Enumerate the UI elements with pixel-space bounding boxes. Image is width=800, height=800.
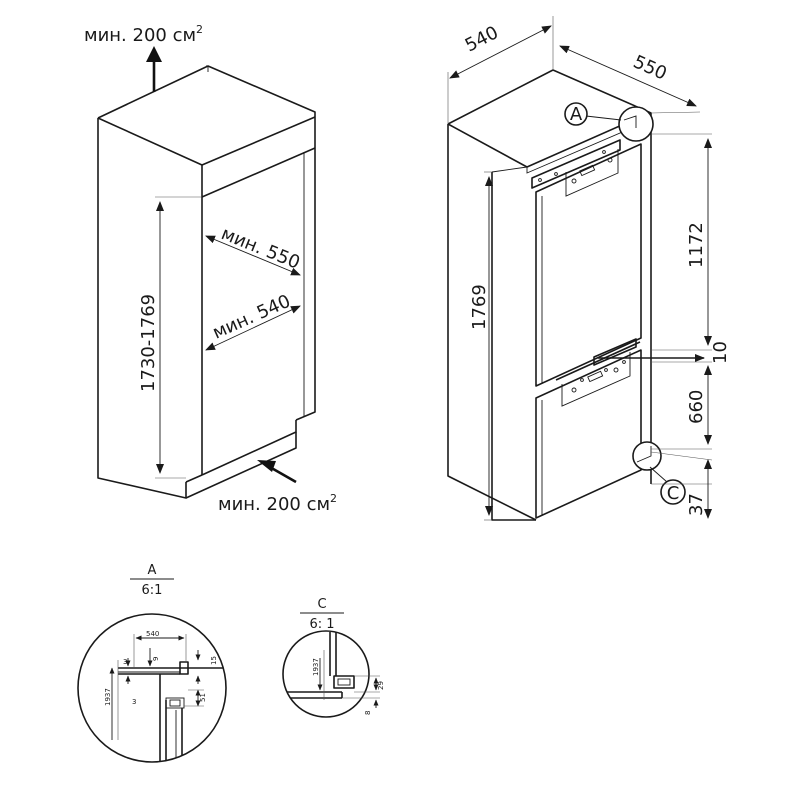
plinth-label: 37 (686, 493, 707, 516)
detail-a-3-bottom: 3 (132, 698, 136, 706)
detail-c-29: 29 (377, 681, 385, 690)
detail-a-3-top: 3 (123, 658, 127, 666)
detail-a-1937: 1937 (104, 688, 112, 706)
vent-top-label: мин. 200 см2 (84, 23, 203, 46)
gap-label: 10 (710, 341, 731, 364)
detail-a-scale: 6:1 (142, 583, 163, 598)
detail-a-15: 15 (210, 656, 218, 665)
detail-a-9: 9 (152, 657, 160, 661)
detail-c-1937: 1937 (312, 658, 320, 676)
niche-height-label: 1730-1769 (138, 294, 159, 392)
vent-bottom-label: мин. 200 см2 (218, 492, 337, 515)
detail-a: A 6:1 540 (77, 563, 227, 763)
detail-c-scale: 6: 1 (309, 617, 334, 632)
niche-drawing: мин. 200 см2 мин. 200 см2 1730-1769 мин.… (84, 23, 337, 515)
vent-bottom-arrow-icon (257, 460, 276, 472)
detail-c-circle (282, 630, 370, 718)
detail-a-circle (77, 613, 227, 763)
lower-door-label: 660 (686, 390, 707, 424)
callout-a-bubble (564, 102, 588, 126)
niche-width-dimension (205, 305, 301, 351)
appliance-width-label: 540 (462, 22, 502, 56)
callout-c-bubble (660, 479, 686, 505)
detail-a-letter: A (148, 563, 157, 578)
upper-door-label: 1172 (686, 222, 707, 268)
appliance-depth-dimension (559, 45, 697, 107)
detail-a-540: 540 (146, 630, 159, 638)
niche-depth-label: мин. 550 (218, 223, 303, 274)
niche-depth-dimension (205, 235, 301, 276)
niche-width-label: мин. 540 (209, 291, 293, 344)
vent-top-arrow-icon (146, 46, 162, 62)
detail-c-8: 8 (364, 711, 372, 715)
appliance-drawing: 540 550 A C 1769 1172 10 660 (447, 16, 731, 521)
detail-c-letter: C (317, 597, 326, 612)
detail-c: C 6: 1 1937 29 8 (282, 597, 385, 718)
callout-a-letter: A (570, 104, 583, 125)
callout-c-zoom-circle (632, 441, 662, 471)
appliance-height-label: 1769 (469, 284, 490, 330)
appliance-width-dimension (449, 25, 552, 79)
callout-c-letter: C (667, 483, 680, 504)
detail-a-51: 51 (199, 693, 207, 702)
